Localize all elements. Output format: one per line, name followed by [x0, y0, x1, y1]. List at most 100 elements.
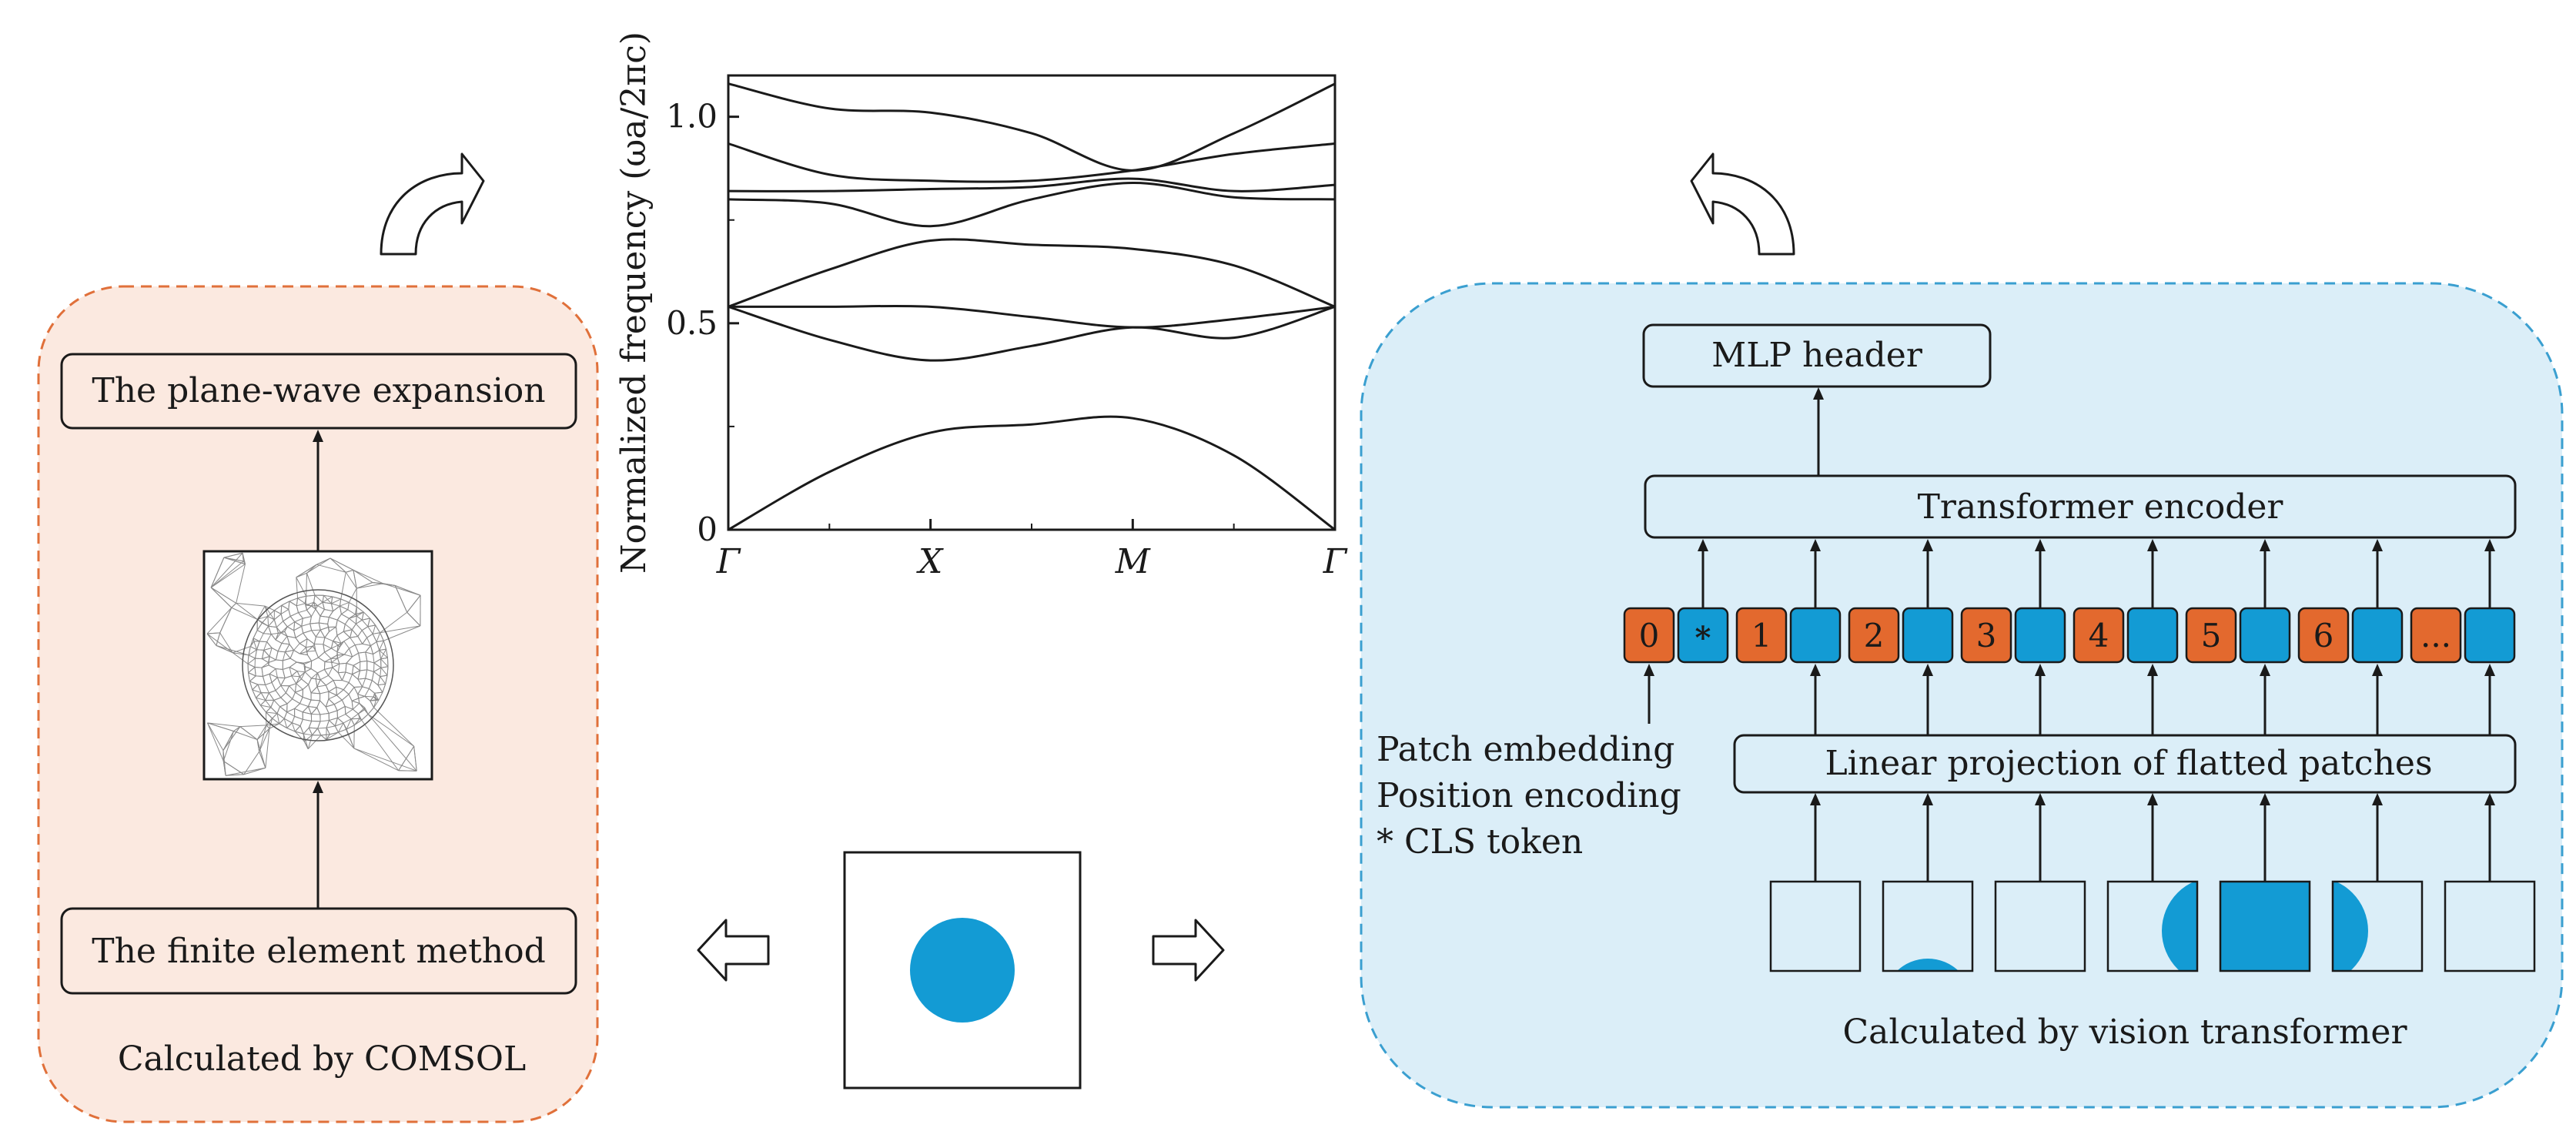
mesh-edge — [303, 616, 312, 619]
mesh-edge — [347, 609, 356, 615]
mesh-edge — [265, 681, 273, 685]
mesh-edge — [370, 700, 375, 708]
mesh-edge — [283, 658, 291, 661]
mesh-edge — [329, 717, 338, 721]
mesh-edge — [337, 718, 344, 724]
mesh-edge — [336, 651, 345, 655]
mesh-edge — [317, 605, 325, 610]
mesh-edge — [289, 667, 298, 672]
mesh-edge — [263, 641, 268, 651]
mesh-edge — [394, 585, 408, 613]
mesh-edge — [296, 605, 299, 613]
mesh-edge — [323, 669, 329, 676]
mesh-edge — [306, 573, 308, 597]
mesh-edge — [331, 598, 342, 604]
arrowhead — [2484, 664, 2495, 676]
mesh-edge — [371, 671, 375, 681]
mesh-edge — [351, 623, 356, 631]
mesh-edge — [296, 676, 300, 684]
mesh-edge — [292, 692, 296, 699]
mesh-edge — [373, 671, 380, 677]
mesh-edge — [340, 601, 350, 607]
vit-caption: Calculated by vision transformer — [1842, 1013, 2407, 1052]
mesh-edge — [315, 678, 318, 688]
mesh-edge — [308, 684, 312, 694]
mesh-edge — [339, 605, 342, 614]
mesh-edge — [226, 767, 266, 776]
mesh-edge — [336, 706, 346, 711]
mesh-edge — [356, 583, 383, 589]
mesh-edge — [222, 726, 241, 751]
cls-token-star: * — [1695, 620, 1711, 656]
mesh-edge — [353, 748, 417, 772]
mesh-edge — [330, 658, 333, 663]
mesh-edge — [242, 553, 246, 564]
arrowhead-pwe — [313, 430, 323, 442]
mesh-edge — [286, 636, 290, 644]
mesh-edge — [304, 671, 312, 679]
mesh-edge — [357, 670, 361, 680]
mesh-edge — [317, 668, 325, 674]
mesh-edge — [269, 668, 276, 674]
linear-projection-box — [1733, 734, 2517, 794]
mesh-edge — [280, 626, 288, 634]
y-tick-label: 1.0 — [666, 98, 718, 136]
mesh-edge — [355, 611, 364, 615]
mesh-edge — [319, 691, 330, 695]
mesh-edge — [301, 618, 303, 627]
mesh-edge — [239, 725, 266, 728]
mesh-edge — [337, 722, 344, 733]
mesh-edge — [353, 708, 359, 715]
mesh-edge — [282, 669, 286, 678]
mesh-edge — [349, 618, 356, 624]
mesh-edge — [357, 686, 363, 695]
arrowhead — [2147, 539, 2158, 551]
mesh-edge — [353, 661, 361, 666]
mesh-edge — [319, 712, 330, 715]
mesh-edge — [342, 680, 350, 683]
mesh-edge — [365, 669, 368, 679]
mesh-edge — [265, 728, 270, 768]
mesh-edge — [269, 673, 278, 678]
mesh-edge — [332, 667, 339, 674]
position-token — [2410, 607, 2462, 664]
mesh-edge — [313, 644, 316, 651]
mesh-edge — [266, 718, 273, 726]
mesh-edge — [328, 667, 333, 676]
mesh-edge — [336, 654, 339, 659]
mesh-edge — [374, 691, 383, 694]
mesh-edge — [362, 637, 367, 644]
mesh-edge — [299, 647, 306, 654]
mesh-edge — [316, 684, 326, 688]
mesh-edge — [276, 677, 282, 686]
patch-content — [2445, 882, 2534, 971]
mesh-edge — [207, 632, 220, 634]
mesh-edge — [296, 661, 305, 665]
mesh-edge — [207, 722, 224, 751]
mesh-edge — [266, 723, 279, 726]
mesh-edge — [315, 608, 321, 617]
mesh-edge — [291, 716, 296, 723]
mesh-edge — [318, 651, 325, 658]
mesh-edge — [353, 569, 384, 584]
mesh-edge — [256, 725, 267, 740]
mesh-edge — [329, 720, 336, 727]
mesh-edge — [207, 722, 224, 761]
mesh-edge — [337, 664, 340, 673]
mesh-edge — [383, 583, 396, 587]
mesh-edge — [297, 597, 306, 604]
mesh-edge — [323, 644, 332, 649]
mesh-edge — [328, 674, 334, 681]
mesh-edge — [286, 635, 296, 638]
mesh-edge — [268, 626, 272, 634]
mesh-edge — [222, 750, 226, 776]
mesh-edge — [337, 672, 343, 681]
mesh-edge — [326, 731, 339, 741]
mesh-edge — [336, 686, 344, 691]
mesh-edge — [284, 644, 290, 653]
mesh-edge — [338, 671, 346, 674]
mesh-edge — [373, 707, 414, 747]
mesh-edge — [266, 641, 273, 648]
mesh-edge — [303, 733, 313, 736]
mesh-edge — [266, 711, 273, 719]
